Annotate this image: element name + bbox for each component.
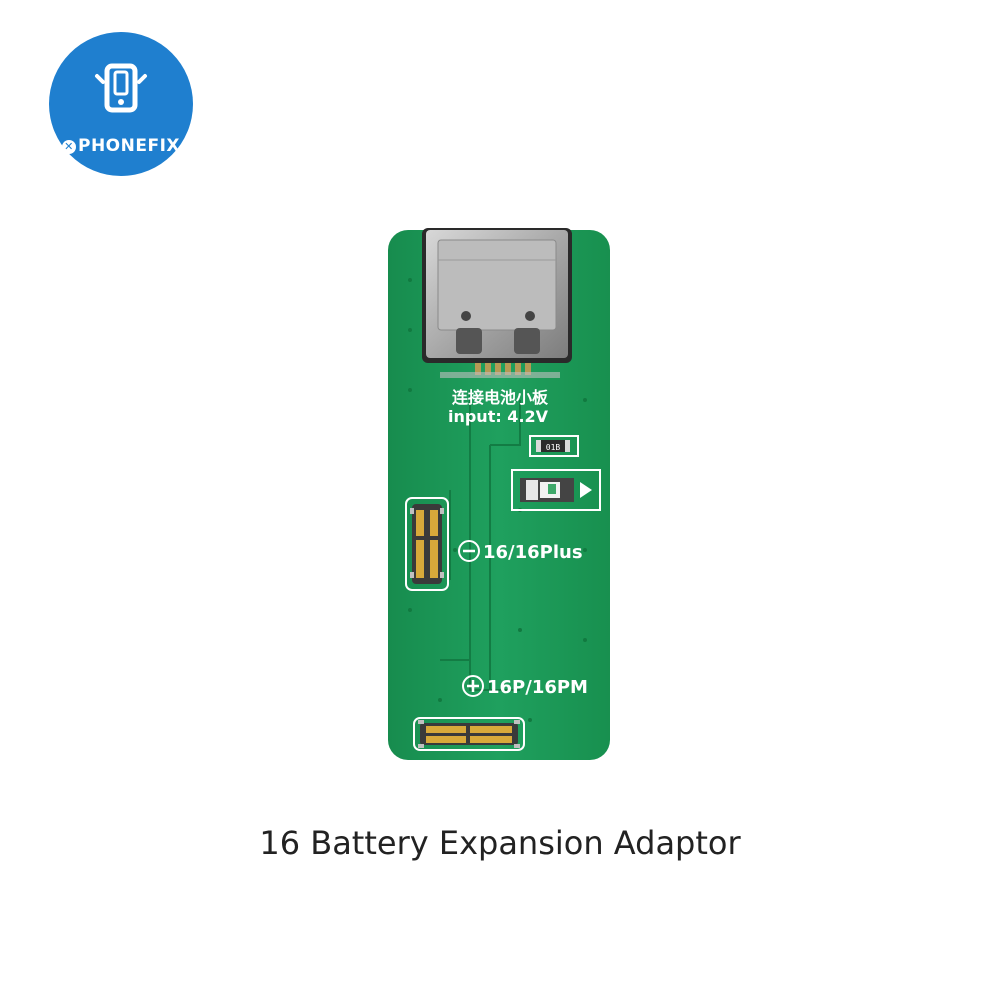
label-16p-16pm: 16P/16PM (462, 675, 588, 698)
svg-text:16P/16PM: 16P/16PM (487, 677, 588, 698)
phonefix-logo: ✕PHONEFIX (49, 32, 193, 176)
brand-name: ✕PHONEFIX (49, 136, 193, 156)
usb-c-port (422, 228, 572, 363)
phone-wrench-icon (95, 63, 147, 113)
product-caption: 16 Battery Expansion Adaptor (259, 824, 741, 862)
label-16-16plus: 16/16Plus (458, 540, 583, 563)
svg-text:01B: 01B (546, 443, 561, 452)
resistor: 01B (529, 435, 579, 457)
connector-16-16plus (405, 497, 449, 591)
input-label: input: 4.2V (448, 407, 549, 426)
battery-adaptor-board: 连接电池小板 input: 4.2V 01B (380, 220, 620, 770)
svg-text:16/16Plus: 16/16Plus (483, 542, 583, 563)
chinese-label: 连接电池小板 (452, 388, 549, 407)
led (511, 469, 601, 511)
connector-16p-16pm (413, 717, 525, 751)
